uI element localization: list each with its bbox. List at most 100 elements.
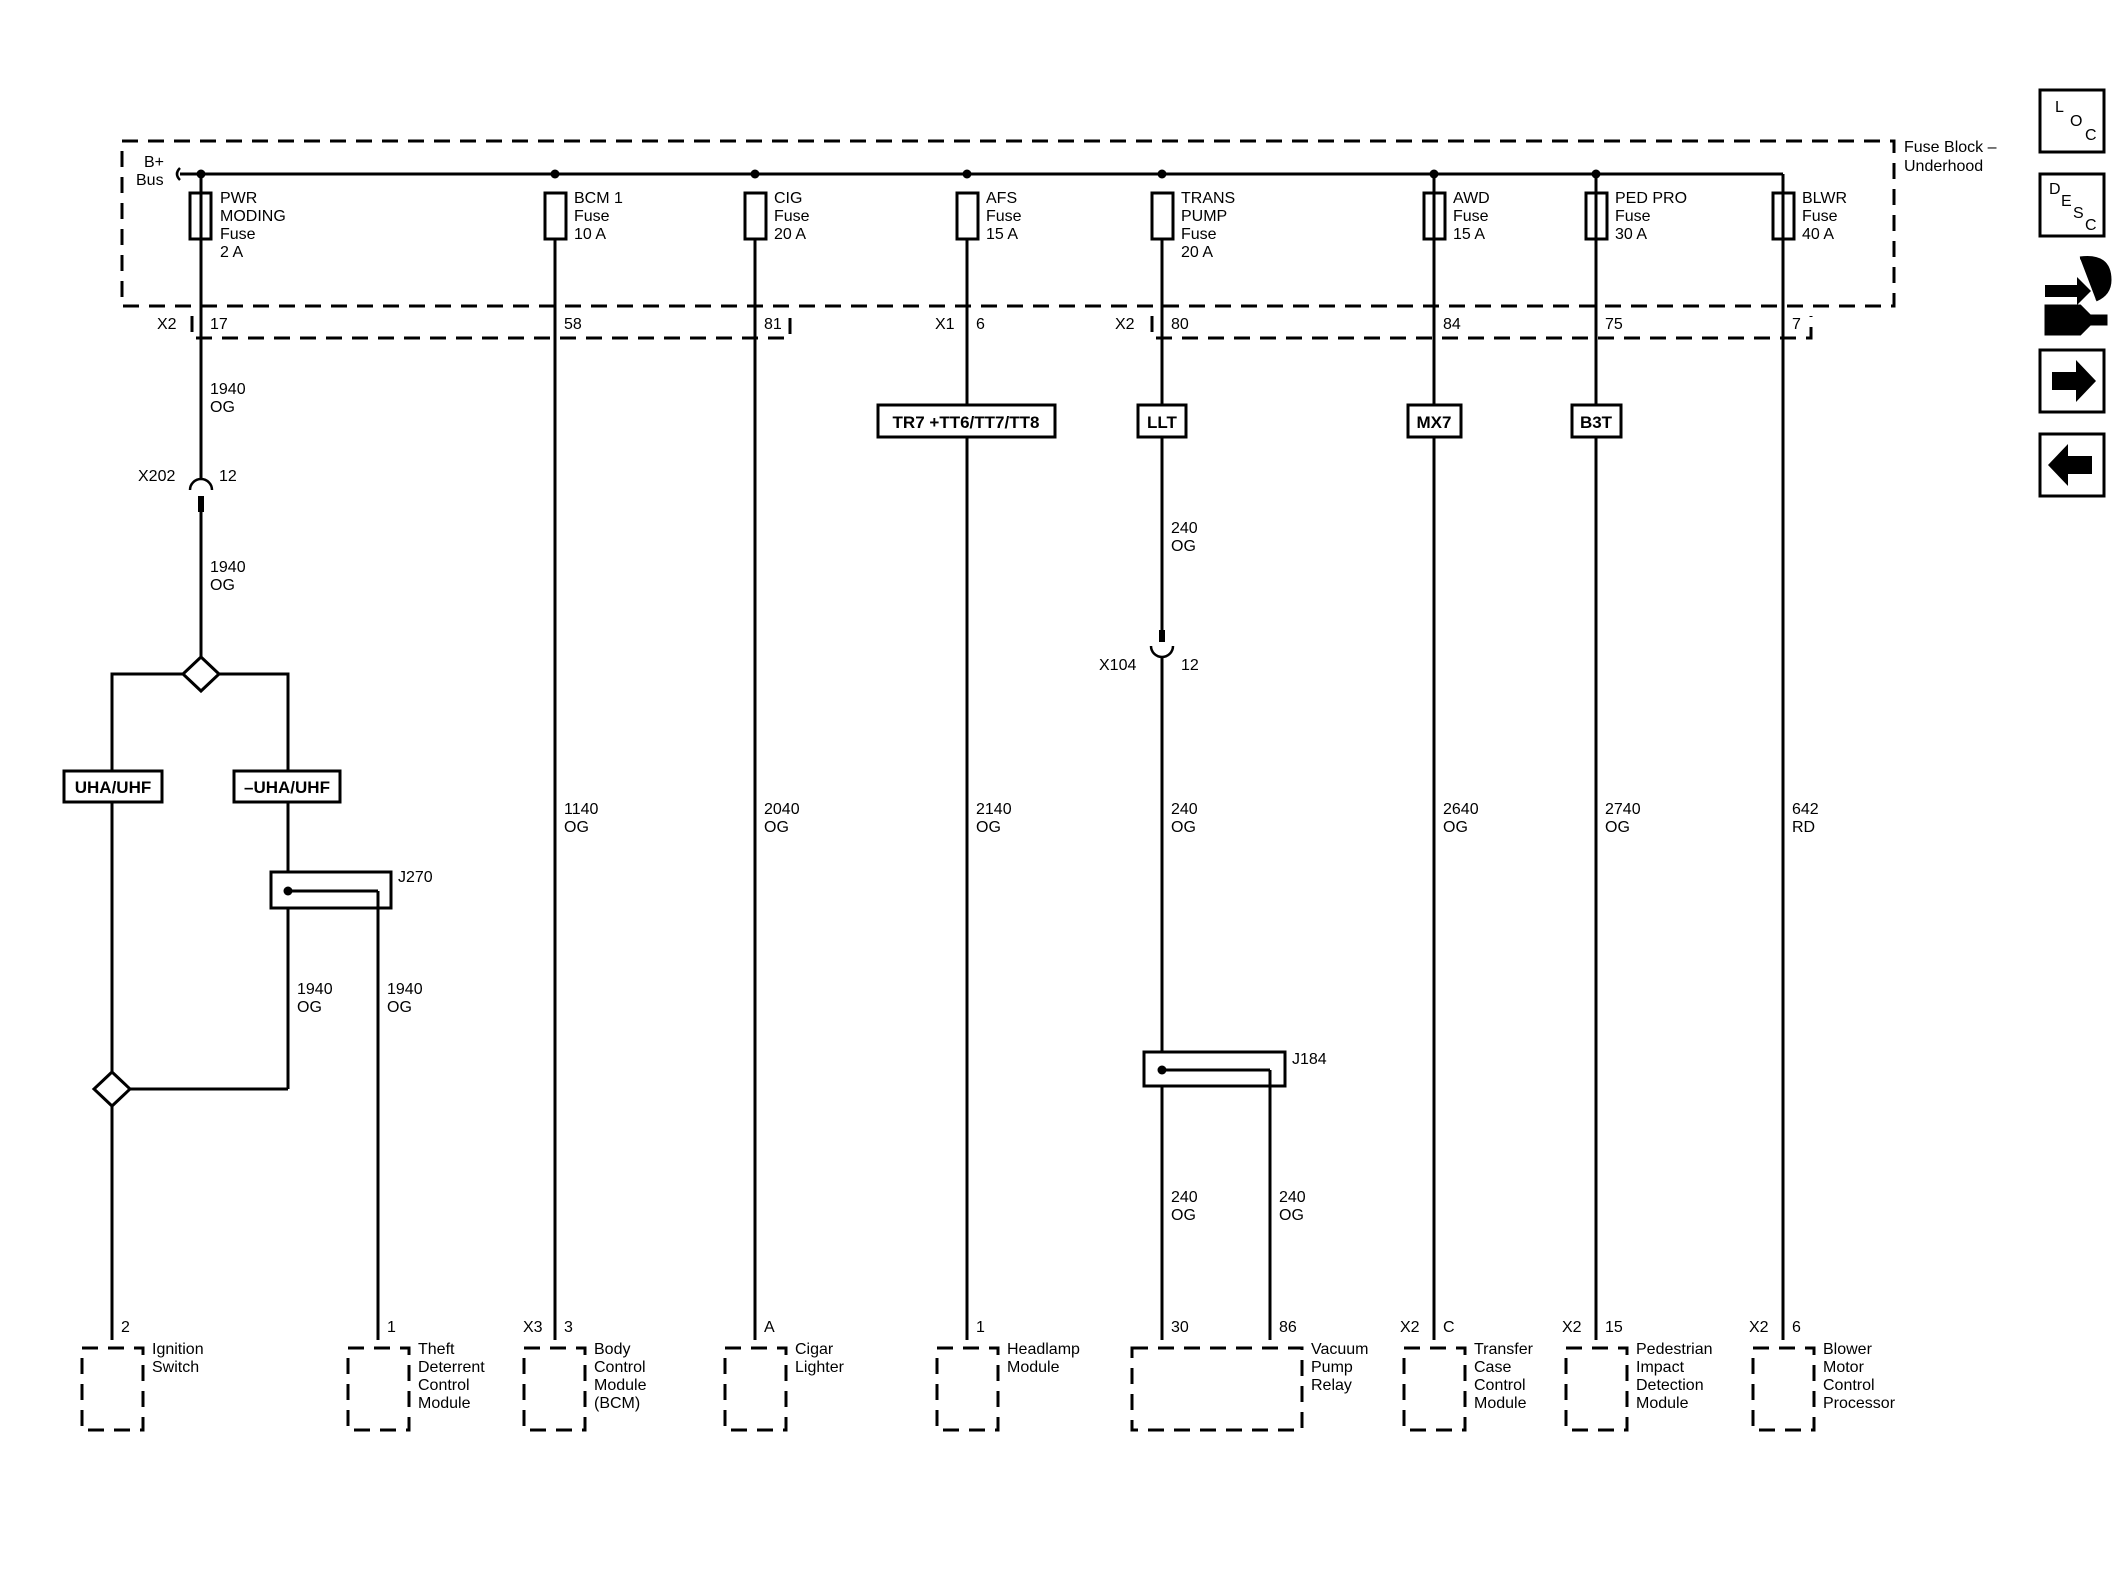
fuse-label: AWD	[1453, 190, 1490, 207]
comp-name: Control	[1474, 1377, 1526, 1394]
fuse-label: Fuse	[986, 208, 1022, 225]
wire-label: 240	[1171, 520, 1198, 537]
loc-letter: C	[2085, 127, 2097, 144]
comp-name: Module	[1636, 1395, 1689, 1412]
fuse-label: Fuse	[1181, 226, 1217, 243]
connector-tool-arrows	[2045, 277, 2091, 305]
comp-name: Switch	[152, 1359, 199, 1376]
wire-label: OG	[1443, 819, 1468, 836]
wire-label: OG	[1171, 819, 1196, 836]
comp-conn: X2	[1400, 1319, 1420, 1336]
fuse-label: 20 A	[774, 226, 806, 243]
fuse-label: Fuse	[1453, 208, 1489, 225]
fuse-afs	[955, 191, 980, 241]
bus-node	[1157, 169, 1167, 179]
comp-name: Relay	[1311, 1377, 1352, 1394]
component-labels: 2 1 X3 3 A 1 30 86 X2 C X2 15 X2 6 Ignit…	[121, 1319, 1896, 1412]
comp-name: Module	[594, 1377, 647, 1394]
desc-letter: E	[2061, 193, 2072, 210]
fuse-trans-pump	[1150, 191, 1175, 241]
conn-label: X1	[935, 316, 955, 333]
fuse-labels: PWR MODING Fuse 2 A BCM 1 Fuse 10 A CIG …	[220, 190, 1847, 261]
fuse-block-label-2: Underhood	[1904, 158, 1983, 175]
pin-label: 75	[1605, 316, 1623, 333]
loc-letter: O	[2070, 113, 2082, 130]
description-button[interactable]: D E S C	[2038, 172, 2106, 238]
fuse-label: Fuse	[574, 208, 610, 225]
comp-name: Theft	[418, 1341, 455, 1358]
fuse-label: BCM 1	[574, 190, 623, 207]
option-afs-box	[876, 403, 1057, 439]
wire-label: OG	[387, 999, 412, 1016]
comp-pin: 15	[1605, 1319, 1623, 1336]
wire-label: 240	[1171, 801, 1198, 818]
comp-name: Deterrent	[418, 1359, 485, 1376]
wire-label: 2640	[1443, 801, 1479, 818]
conn-label: X2	[157, 316, 177, 333]
wire-label: 240	[1171, 1189, 1198, 1206]
conn-label: X2	[1115, 316, 1135, 333]
wire-label: 1140	[564, 801, 599, 818]
comp-pin: C	[1443, 1319, 1455, 1336]
pin-label: 84	[1443, 316, 1461, 333]
fuse-label: 30 A	[1615, 226, 1647, 243]
wire-label: OG	[764, 819, 789, 836]
pin-label: 7	[1792, 316, 1801, 333]
comp-pin: 1	[976, 1319, 985, 1336]
fuse-label: 15 A	[986, 226, 1018, 243]
bus-label-2: Bus	[136, 172, 164, 189]
fuse-label: 2 A	[220, 244, 243, 261]
arrow-right-icon	[2052, 360, 2096, 402]
option-uha-box	[62, 769, 164, 804]
component-blower-motor	[1751, 1346, 1816, 1432]
comp-name: Control	[1823, 1377, 1875, 1394]
comp-name: Control	[418, 1377, 470, 1394]
connector-tool-icon[interactable]	[2044, 255, 2112, 336]
option-llt-box	[1136, 403, 1188, 439]
connector-tool-plug	[2044, 255, 2112, 336]
comp-name: (BCM)	[594, 1395, 640, 1412]
previous-page-button[interactable]	[2038, 432, 2106, 498]
connector-x2-left	[190, 316, 792, 340]
component-boxes	[80, 1346, 1816, 1432]
fuse-label: TRANS	[1181, 190, 1235, 207]
component-transfer-case	[1402, 1346, 1467, 1432]
wire-label: 1940	[210, 381, 246, 398]
comp-conn: X2	[1749, 1319, 1769, 1336]
location-button[interactable]: L O C	[2038, 88, 2106, 154]
fuse-label: Fuse	[1615, 208, 1651, 225]
comp-name: Motor	[1823, 1359, 1865, 1376]
comp-pin: 1	[387, 1319, 396, 1336]
fuse-block-label-1: Fuse Block –	[1904, 139, 1997, 156]
fuse-label: BLWR	[1802, 190, 1847, 207]
comp-pin: 86	[1279, 1319, 1297, 1336]
comp-name: Processor	[1823, 1395, 1896, 1412]
wire-label: 2740	[1605, 801, 1641, 818]
wire-label: 2140	[976, 801, 1012, 818]
fuse-label: 15 A	[1453, 226, 1485, 243]
location-button-frame[interactable]	[2038, 88, 2106, 154]
fuse-label: Fuse	[220, 226, 256, 243]
wire-labels: 1940 OG 1940 OG 1940 OG 1940 OG 1140 OG …	[210, 381, 1819, 1224]
wire-label: OG	[210, 399, 235, 416]
connector-x2-right	[1150, 316, 1813, 340]
next-page-button[interactable]	[2038, 348, 2106, 414]
option-afs: TR7 +TT6/TT7/TT8	[893, 413, 1040, 432]
component-vacuum-pump-relay	[1130, 1346, 1304, 1432]
inline-x202-upper	[188, 477, 214, 491]
comp-pin: 2	[121, 1319, 130, 1336]
desc-letter: C	[2085, 217, 2097, 234]
option-b3t-box	[1570, 403, 1623, 439]
splice-j270-label: J270	[398, 869, 433, 886]
component-cigar-lighter	[723, 1346, 788, 1432]
pin-label: 58	[564, 316, 582, 333]
description-button-frame[interactable]	[2038, 172, 2106, 238]
comp-name: Headlamp	[1007, 1341, 1080, 1358]
wire-label: 240	[1279, 1189, 1306, 1206]
wire-label: 2040	[764, 801, 800, 818]
component-ignition-switch	[80, 1346, 145, 1432]
comp-pin: A	[764, 1319, 775, 1336]
comp-pin: 30	[1171, 1319, 1189, 1336]
pin-label: 6	[976, 316, 985, 333]
